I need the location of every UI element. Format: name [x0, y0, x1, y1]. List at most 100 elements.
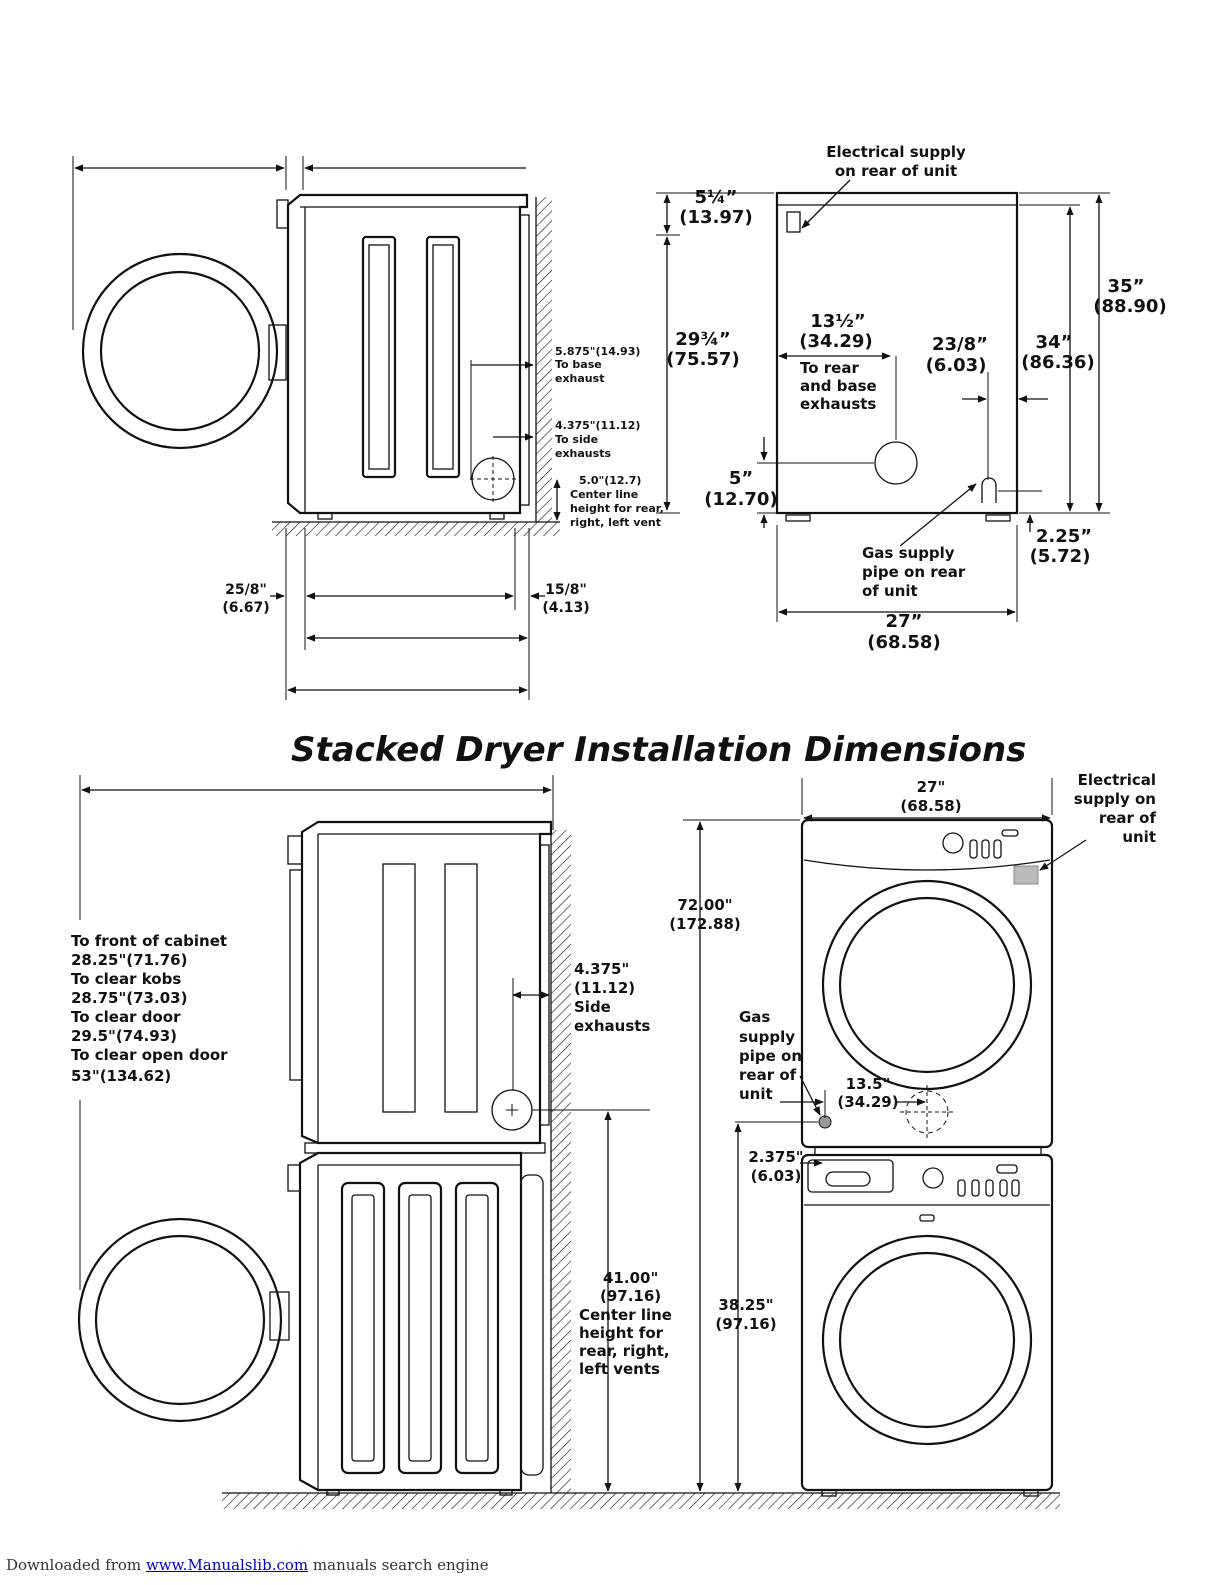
svg-text:15/8"(4.13): 15/8" (4.13) — [542, 582, 589, 616]
clearance-label: 28.25"(71.76) — [71, 951, 187, 969]
bottom-gas-label: supply — [739, 1028, 795, 1046]
left-gap-label: 25/8" — [225, 582, 267, 598]
top-gas-label: of unit — [862, 582, 918, 600]
rear-exhaust-label: 13½” — [810, 311, 866, 332]
svg-text:72.00"(172.88): 72.00"(172.88) — [669, 896, 741, 933]
top-base-exhaust-label: exhaust — [555, 372, 604, 385]
bottom-center-line-label: (97.16) — [600, 1287, 661, 1305]
bottom-gas-label: unit — [739, 1085, 773, 1103]
rear-exhaust-label: exhausts — [800, 395, 876, 413]
top-width-label: (68.58) — [867, 632, 940, 653]
bottom-gas-label: rear of — [739, 1066, 797, 1084]
left-gap-label: (6.67) — [222, 600, 269, 616]
clearance-label: 29.5"(74.93) — [71, 1027, 177, 1045]
bottom-electrical-label: Electrical — [1078, 771, 1156, 789]
top-center-line-label: right, left vent — [570, 516, 661, 529]
top-gas-label: pipe on rear — [862, 563, 966, 581]
svg-text:13.5"(34.29): 13.5"(34.29) — [837, 1075, 898, 1111]
bottom-vent-height-label: 38.25" — [718, 1296, 773, 1314]
bottom-center-line-label: rear, right, — [579, 1342, 670, 1360]
bottom-offset-label: 5” — [729, 468, 753, 489]
bottom-width-label: (68.58) — [900, 797, 961, 815]
rear-exhaust-label: and base — [800, 377, 877, 395]
top-width-label: 27” — [886, 611, 923, 632]
clearance-label: 28.75"(73.03) — [71, 989, 187, 1007]
top-base-exhaust-label: 5.875"(14.93) — [555, 345, 640, 358]
svg-text:5¼”(13.97): 5¼”(13.97) — [679, 187, 752, 228]
top-gas-label: Gas supply — [862, 544, 955, 562]
top-offset-label: (13.97) — [679, 207, 752, 228]
bottom-electrical-label: supply on — [1074, 790, 1156, 808]
cabinet-height-label: 34” — [1036, 332, 1073, 353]
clearance-label: To clear kobs — [71, 970, 181, 988]
bottom-electrical-label: rear of — [1099, 809, 1157, 827]
top-center-line-label: 5.0"(12.7) — [579, 474, 641, 487]
bottom-gas-offset-label: 2.375" — [748, 1148, 803, 1166]
right-gap-label: 15/8" — [545, 582, 587, 598]
top-center-line-label: height for rear, — [570, 502, 664, 515]
top-base-exhaust-label: To base — [555, 358, 602, 371]
bottom-electrical-label: unit — [1122, 828, 1156, 846]
feet-label: 2.25” — [1036, 526, 1092, 547]
bottom-center-line-label: Center line — [579, 1306, 672, 1324]
bottom-side-exhaust-label: Side — [574, 998, 611, 1016]
top-offset-label: 5¼” — [695, 187, 738, 208]
gas-offset-label: 23/8” — [932, 334, 988, 355]
clearance-label: To clear open door — [71, 1046, 228, 1064]
right-gap-label: (4.13) — [542, 600, 589, 616]
svg-text:27"(68.58): 27"(68.58) — [900, 778, 961, 815]
page-title: Stacked Dryer Installation Dimensions — [291, 730, 1026, 770]
footer-prefix: Downloaded from — [6, 1556, 142, 1574]
bottom-gas-label: Gas — [739, 1008, 770, 1026]
clearance-label: To clear door — [71, 1008, 181, 1026]
rear-exhaust-label: To rear — [800, 359, 859, 377]
gas-offset-label: (6.03) — [926, 355, 987, 376]
top-side-exhaust-label: 4.375"(11.12) — [555, 419, 640, 432]
height-mid-label: 29¾” — [675, 329, 731, 350]
svg-text:5”(12.70): 5”(12.70) — [704, 468, 777, 510]
rear-exhaust-label: (34.29) — [799, 331, 872, 352]
cabinet-height-label: (86.36) — [1021, 352, 1094, 373]
top-center-line-label: Center line — [570, 488, 638, 501]
svg-text:38.25"(97.16): 38.25"(97.16) — [715, 1296, 776, 1333]
top-electrical-label: on rear of unit — [835, 162, 957, 180]
bottom-vent-height-label: (97.16) — [715, 1315, 776, 1333]
bottom-side-exhaust-label: 4.375" — [574, 960, 629, 978]
manualslib-link[interactable]: www.Manualslib.com — [145, 1556, 309, 1574]
height-mid-label: (75.57) — [666, 349, 739, 370]
svg-text:27”(68.58): 27”(68.58) — [867, 611, 940, 653]
bottom-height-label: 72.00" — [677, 896, 732, 914]
footer: Downloaded from www.Manualslib.com manua… — [6, 1556, 489, 1574]
bottom-center-line-label: left vents — [579, 1360, 660, 1378]
bottom-exhaust-offset-label: 13.5" — [846, 1075, 891, 1093]
bottom-offset-label: (12.70) — [704, 489, 777, 510]
svg-text:2.25”(5.72): 2.25”(5.72) — [1030, 526, 1093, 567]
bottom-side-exhaust-label: (11.12) — [574, 979, 635, 997]
bottom-gas-offset-label: (6.03) — [751, 1167, 802, 1185]
svg-text:23/8”(6.03): 23/8”(6.03) — [926, 334, 988, 376]
svg-text:25/8"(6.67): 25/8" (6.67) — [222, 582, 269, 616]
svg-text:34”(86.36): 34”(86.36) — [1021, 332, 1094, 373]
total-height-label: 35” — [1108, 276, 1145, 297]
bottom-center-line-label: height for — [579, 1324, 664, 1342]
bottom-exhaust-offset-label: (34.29) — [837, 1093, 898, 1111]
bottom-center-line-label: 41.00" — [603, 1269, 658, 1287]
svg-text:29¾”(75.57): 29¾”(75.57) — [666, 329, 739, 370]
footer-suffix: manuals search engine — [312, 1556, 489, 1574]
feet-label: (5.72) — [1030, 546, 1091, 567]
bottom-gas-label: pipe on — [739, 1047, 802, 1065]
bottom-width-label: 27" — [917, 778, 946, 796]
bottom-height-label: (172.88) — [669, 915, 741, 933]
